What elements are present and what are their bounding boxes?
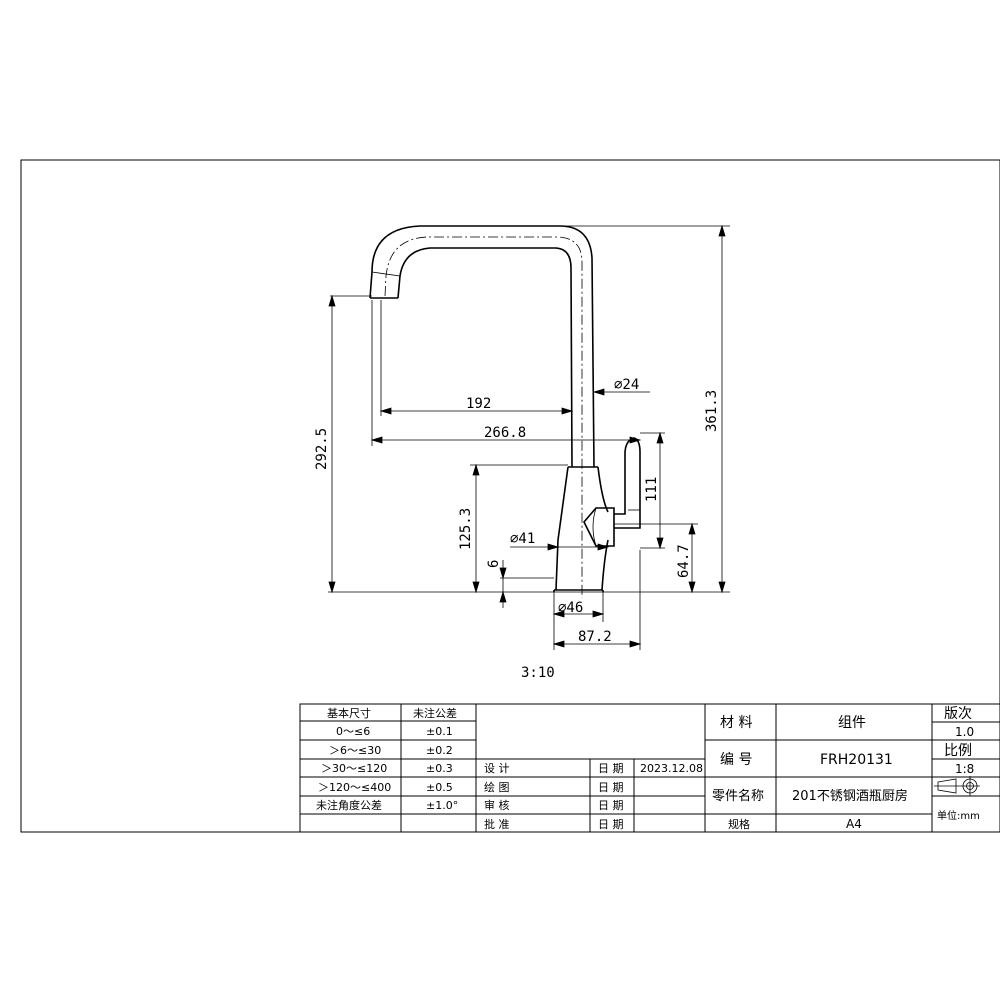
signoff-date-label: 日 期: [598, 818, 624, 831]
part-number: FRH20131: [820, 752, 893, 768]
dim-dia-46: ⌀46: [558, 600, 583, 616]
dimension-labels: ⌀24 192 266.8 361.3 292.5 125.3 111 ⌀41 …: [314, 377, 720, 681]
drawing-border: [20, 159, 1000, 833]
signoff-table: 设 计 日 期 2023.12.08 绘 图 日 期 审 核 日 期 批 准 日…: [484, 762, 703, 831]
dim-dia-41: ⌀41: [510, 531, 535, 547]
signoff-date-label: 日 期: [598, 799, 624, 812]
signoff-date-label: 日 期: [598, 762, 624, 775]
ratio-label: 比例: [944, 743, 972, 759]
tol-row-3-tol: ±0.5: [426, 781, 453, 794]
dim-361-3: 361.3: [704, 390, 720, 432]
tol-header-tol: 未注公差: [413, 706, 457, 720]
tol-row-3-size: ＞120～≤400: [318, 781, 391, 794]
version-label: 版次: [944, 706, 972, 722]
spec-value: A4: [846, 817, 862, 831]
part-name-label: 零件名称: [712, 788, 764, 804]
part-name-value: 201不锈钢酒瓶厨房: [792, 788, 908, 804]
tol-row-1-size: ＞6～≤30: [329, 744, 381, 757]
first-angle-projection-icon: [934, 776, 980, 796]
scale-note: 3:10: [521, 665, 555, 681]
tol-row-4-size: 未注角度公差: [316, 798, 382, 812]
dim-266-8: 266.8: [484, 425, 526, 441]
dim-111: 111: [644, 477, 660, 502]
tol-row-0-tol: ±0.1: [426, 725, 453, 738]
dim-192: 192: [466, 396, 491, 412]
signoff-role-drawing: 绘 图: [484, 780, 510, 794]
spec-label: 规格: [728, 817, 750, 831]
material-value: 组件: [838, 715, 866, 731]
number-label: 编 号: [720, 752, 752, 768]
dim-6: 6: [486, 560, 502, 568]
signoff-role-review: 审 核: [484, 798, 510, 812]
signoff-role-approve: 批 准: [484, 817, 510, 831]
material-label: 材 料: [720, 715, 752, 731]
tol-row-4-tol: ±1.0°: [426, 799, 458, 812]
title-block: [299, 703, 1000, 833]
tol-row-1-tol: ±0.2: [426, 744, 453, 757]
dim-87-2: 87.2: [578, 629, 612, 645]
faucet-outline: [369, 225, 641, 598]
dimension-lines: [328, 224, 730, 650]
signoff-date-label: 日 期: [598, 781, 624, 794]
title-block-info: 材 料 组件 编 号 FRH20131 零件名称 201不锈钢酒瓶厨房 规格 A…: [712, 706, 980, 831]
signoff-role-design: 设 计: [484, 762, 510, 775]
tol-header-size: 基本尺寸: [327, 706, 371, 720]
tol-row-2-tol: ±0.3: [426, 762, 453, 775]
version-value: 1.0: [955, 725, 974, 739]
dim-292-5: 292.5: [314, 428, 330, 470]
unit-label: 单位:mm: [937, 809, 980, 822]
tol-row-0-size: 0～≤6: [336, 725, 370, 738]
signoff-date-design: 2023.12.08: [640, 762, 703, 775]
ratio-value: 1:8: [955, 762, 974, 776]
dim-125-3: 125.3: [458, 508, 474, 550]
dim-dia-24: ⌀24: [614, 377, 639, 393]
dim-64-7: 64.7: [676, 544, 692, 578]
tolerance-table: 基本尺寸 未注公差 0～≤6 ±0.1 ＞6～≤30 ±0.2 ＞30～≤120…: [316, 706, 458, 812]
tol-row-2-size: ＞30～≤120: [321, 762, 387, 775]
